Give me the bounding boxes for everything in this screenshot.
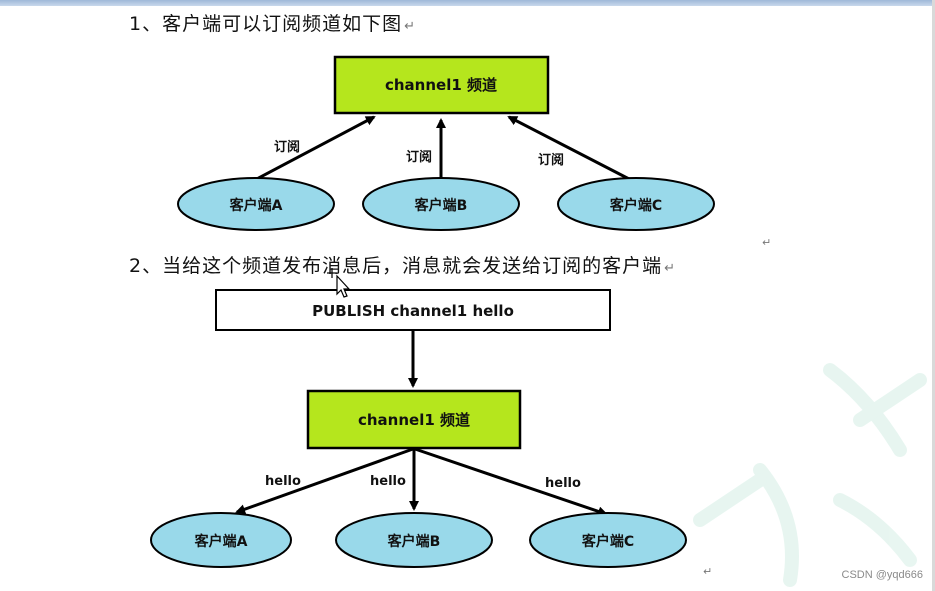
section2-heading: 2、当给这个频道发布消息后，消息就会发送给订阅的客户端↵	[129, 251, 676, 278]
window-top-bar	[0, 0, 935, 6]
deliver-arrow-a	[235, 447, 414, 515]
paragraph-mark-icon: ↵	[703, 565, 712, 578]
edge-label-hello-a: hello	[265, 474, 301, 489]
client-node-c	[529, 512, 687, 568]
client-label-b: 客户端B	[387, 533, 441, 550]
client-label-c: 客户端C	[609, 197, 662, 214]
csdn-watermark: CSDN @yqd666	[841, 569, 923, 581]
mouse-cursor-icon	[327, 268, 351, 298]
section2-heading-text: 2、当给这个频道发布消息后，消息就会发送给订阅的客户端	[129, 255, 663, 277]
client-node-b	[362, 177, 520, 231]
client-label-a: 客户端A	[229, 197, 283, 214]
edge-label-subscribe-b: 订阅	[406, 149, 432, 165]
edge-label-subscribe-a: 订阅	[274, 139, 300, 155]
publish-command-label: PUBLISH channel1 hello	[312, 302, 514, 320]
scrollbar-track[interactable]	[932, 0, 935, 591]
deliver-arrow-c	[414, 447, 608, 517]
diagram1: channel1 频道 客户端A 客户端B 客户端C 订阅 订阅 订阅	[177, 55, 715, 231]
channel-node	[333, 55, 550, 115]
client-node-a	[150, 512, 292, 568]
edge-label-hello-b: hello	[370, 474, 406, 489]
section1-heading: 1、客户端可以订阅频道如下图↵	[129, 9, 416, 36]
client-node-a	[177, 177, 335, 231]
channel-node	[306, 389, 522, 450]
client-label-b: 客户端B	[414, 197, 468, 214]
subscribe-arrow-a	[252, 115, 376, 183]
client-node-c	[557, 177, 715, 231]
background-watermark-graphic	[693, 363, 927, 587]
paragraph-mark-icon: ↵	[404, 19, 416, 34]
section1-heading-text: 1、客户端可以订阅频道如下图	[129, 13, 403, 35]
paragraph-mark-icon: ↵	[762, 236, 771, 249]
channel-label: channel1 频道	[358, 411, 470, 429]
edge-label-subscribe-c: 订阅	[538, 152, 564, 168]
channel-label: channel1 频道	[385, 76, 497, 94]
paragraph-mark-icon: ↵	[664, 261, 676, 276]
client-label-c: 客户端C	[581, 533, 634, 550]
client-label-a: 客户端A	[194, 533, 248, 550]
client-node-b	[335, 512, 493, 568]
subscribe-arrow-c	[507, 115, 634, 183]
diagram2: PUBLISH channel1 hello channel1 频道 客户端A …	[150, 289, 687, 568]
edge-label-hello-c: hello	[545, 476, 581, 491]
